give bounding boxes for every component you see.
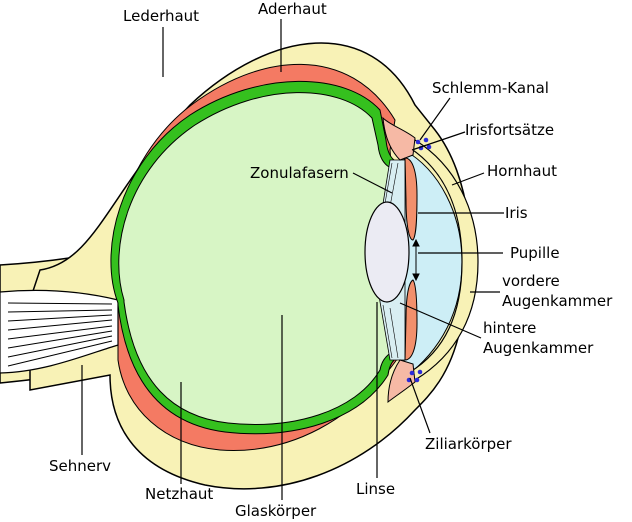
label-zonulafasern: Zonulafasern bbox=[250, 164, 349, 182]
schlemm-canal-dots bbox=[406, 137, 432, 383]
label-iris: Iris bbox=[505, 204, 528, 222]
label-schlemm-kanal: Schlemm-Kanal bbox=[432, 79, 549, 97]
label-lederhaut: Lederhaut bbox=[123, 7, 199, 25]
label-hintere-augenkammer-2: Augenkammer bbox=[483, 339, 594, 357]
leader-lines bbox=[81, 19, 504, 500]
label-ziliarkoerper: Ziliarkörper bbox=[425, 435, 512, 453]
label-hintere-augenkammer-1: hintere bbox=[483, 319, 536, 337]
labels: Lederhaut Aderhaut Schlemm-Kanal Irisfor… bbox=[49, 0, 613, 520]
iris-lower bbox=[404, 279, 418, 361]
ciliary-body-top bbox=[382, 116, 416, 161]
label-linse: Linse bbox=[356, 480, 395, 498]
label-pupille: Pupille bbox=[510, 244, 560, 262]
lens bbox=[364, 201, 410, 303]
label-aderhaut: Aderhaut bbox=[258, 0, 327, 18]
label-sehnerv: Sehnerv bbox=[49, 457, 111, 475]
label-glaskoerper: Glaskörper bbox=[235, 502, 317, 520]
label-hornhaut: Hornhaut bbox=[487, 162, 557, 180]
pupil-arrow bbox=[412, 238, 420, 282]
label-netzhaut: Netzhaut bbox=[145, 485, 213, 503]
iris-upper bbox=[404, 157, 418, 241]
label-vordere-augenkammer-1: vordere bbox=[502, 272, 560, 290]
optic-nerve-fibres bbox=[7, 302, 113, 367]
label-vordere-augenkammer-2: Augenkammer bbox=[502, 292, 613, 310]
label-irisfortsaetze: Irisfortsätze bbox=[465, 121, 554, 139]
